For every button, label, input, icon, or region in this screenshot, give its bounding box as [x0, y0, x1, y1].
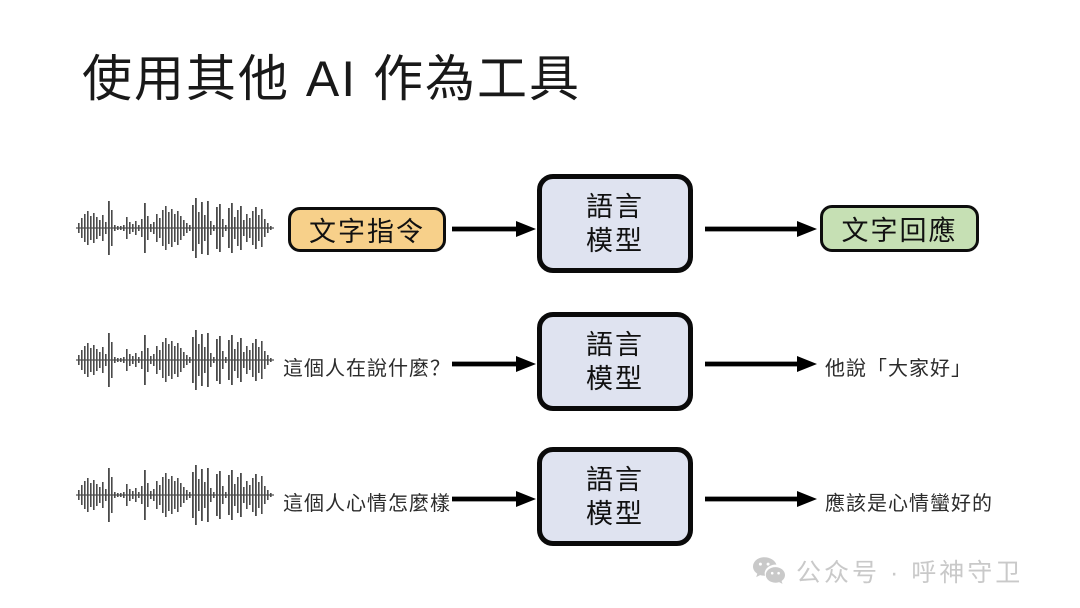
- watermark-text: 公众号 · 呼神守卫: [796, 559, 1024, 587]
- page-title: 使用其他 AI 作為工具: [82, 51, 582, 107]
- model-label-line2: 模型: [586, 498, 644, 529]
- output-response-label: 文字回應: [841, 216, 958, 246]
- audio-waveform-icon: [76, 324, 276, 396]
- wechat-icon: [753, 557, 785, 584]
- arrow-right-icon: [452, 488, 536, 510]
- output-answer-label: 他說「大家好」: [825, 358, 972, 380]
- language-model-box[interactable]: 語言 模型: [537, 174, 693, 273]
- output-response-box[interactable]: 文字回應: [820, 205, 979, 252]
- arrow-right-icon: [705, 218, 817, 240]
- arrow-right-icon: [705, 353, 817, 375]
- input-question-label: 這個人心情怎麼樣: [283, 493, 451, 515]
- model-label-line2: 模型: [586, 363, 644, 394]
- watermark: 公众号 · 呼神守卫: [752, 553, 1023, 589]
- input-instruction-box[interactable]: 文字指令: [288, 207, 446, 252]
- input-instruction-label: 文字指令: [309, 217, 425, 247]
- model-label-line1: 語言: [586, 464, 644, 495]
- pipeline-row: 這個人心情怎麼樣 語言 模型 應該是心情蠻好的: [0, 443, 1080, 553]
- input-question-label: 這個人在說什麼？: [283, 358, 451, 380]
- arrow-right-icon: [705, 488, 817, 510]
- pipeline-row: 這個人在說什麼？ 語言 模型 他說「大家好」: [0, 308, 1080, 418]
- model-label-line1: 語言: [586, 191, 644, 222]
- audio-waveform-icon: [76, 192, 276, 264]
- output-answer-label: 應該是心情蠻好的: [825, 493, 993, 515]
- arrow-right-icon: [452, 218, 536, 240]
- audio-waveform-icon: [76, 459, 276, 531]
- language-model-box[interactable]: 語言 模型: [537, 447, 693, 546]
- arrow-right-icon: [452, 353, 536, 375]
- model-label-line2: 模型: [586, 225, 644, 256]
- language-model-box[interactable]: 語言 模型: [537, 312, 693, 411]
- pipeline-row: 文字指令 語言 模型 文字回應: [0, 173, 1080, 283]
- model-label-line1: 語言: [586, 329, 644, 360]
